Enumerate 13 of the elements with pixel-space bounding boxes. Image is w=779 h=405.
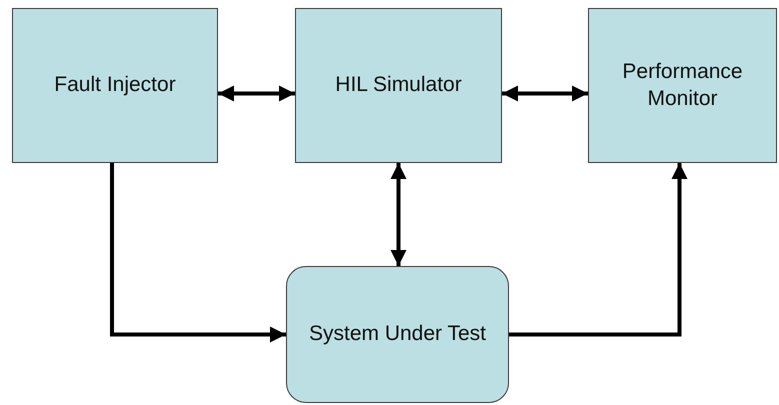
arrow xyxy=(509,163,688,336)
node-label: Fault Injector xyxy=(53,72,177,98)
rounded-process-box xyxy=(286,266,509,403)
node-label: System Under Test xyxy=(308,321,487,348)
process-box xyxy=(588,8,777,163)
arrow xyxy=(218,86,295,102)
arrow xyxy=(390,163,406,266)
node-label: HIL Simulator xyxy=(334,72,463,98)
arrow xyxy=(502,86,588,102)
node-label: Performance Monitor xyxy=(621,59,744,112)
process-box xyxy=(295,8,502,163)
process-box xyxy=(12,8,218,163)
arrow xyxy=(110,163,286,342)
